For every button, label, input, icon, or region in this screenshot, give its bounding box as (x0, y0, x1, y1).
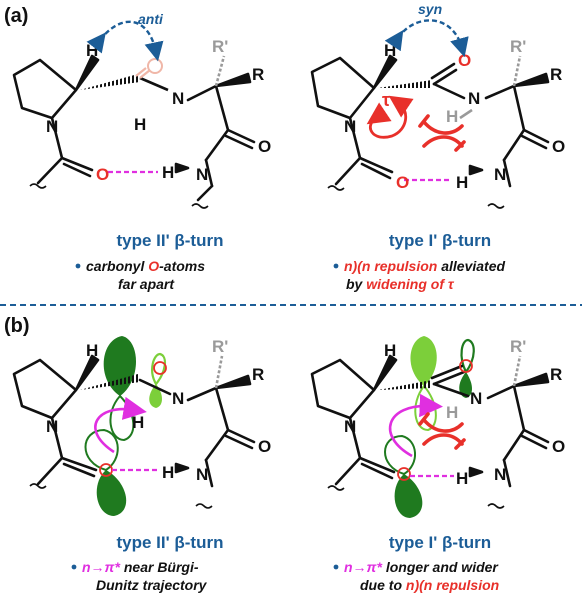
note-a-right-line2: by widening of τ (346, 276, 455, 292)
atom-n: N (46, 417, 58, 436)
orbitals-b-left (84, 336, 166, 516)
atom-n: N (468, 89, 480, 108)
note-b-left-line1: n→π* near Bürgi- (82, 559, 199, 575)
tau-symbol: τ (382, 90, 390, 110)
atom-h: H (384, 41, 396, 60)
note-a-left-line1: carbonyl O-atoms (86, 258, 205, 274)
atom-r: R (252, 65, 264, 84)
n-pi-star-arrow (94, 396, 147, 454)
atom-n: N (46, 117, 58, 136)
note-b-right-line2: due to n)(n repulsion (360, 577, 499, 593)
hashed-bond (378, 80, 432, 88)
wavy-end (29, 183, 47, 189)
molecule-a-left (12, 54, 256, 202)
atom-o: O (552, 437, 565, 456)
oxygen-faded-atom (147, 58, 163, 74)
wavy-end (327, 485, 345, 491)
molecule-a-right (310, 54, 550, 188)
atom-n: N (196, 465, 208, 484)
repulsion-icon (418, 412, 466, 450)
wavy-end (487, 203, 505, 209)
note-a-left-line2: far apart (118, 276, 175, 292)
tau-angle-arrow (366, 95, 414, 139)
atom-n: N (196, 165, 208, 184)
atom-n: N (494, 465, 506, 484)
atom-h: H (162, 463, 174, 482)
title-b-right: type I' β-turn (389, 533, 491, 552)
atom-n: N (344, 417, 356, 436)
n-pi-star-arrow (388, 393, 443, 458)
title-a-right: type I' β-turn (389, 231, 491, 250)
atom-n: N (470, 389, 482, 408)
hashed-bond (80, 374, 140, 390)
hashed-bond-gray (214, 55, 226, 87)
atom-h: H (132, 413, 144, 432)
atom-r: R (550, 365, 562, 384)
syn-label: syn (418, 1, 442, 17)
hashed-bond (80, 74, 140, 90)
atom-n: N (172, 389, 184, 408)
oxygen-orbital-ring (459, 359, 473, 373)
hashed-bond-gray (512, 355, 522, 387)
bond-gray (459, 108, 473, 120)
molecule-b-right (310, 354, 550, 488)
atom-r-prime: R' (212, 37, 228, 56)
atom-r-prime: R' (510, 337, 526, 356)
wavy-end (327, 185, 345, 191)
atom-h-gray: H (446, 107, 458, 126)
bullet (333, 564, 339, 570)
atom-o: O (258, 137, 271, 156)
bullet (71, 564, 77, 570)
molecule-b-left (12, 354, 256, 488)
atom-r-prime: R' (510, 37, 526, 56)
note-a-right-line1: n)(n repulsion alleviated (344, 258, 505, 274)
wavy-end (29, 483, 47, 489)
wavy-end (195, 503, 213, 509)
atom-h: H (86, 341, 98, 360)
anti-arrow (86, 20, 164, 62)
atom-r-prime: R' (212, 337, 228, 356)
note-b-left-line2: Dunitz trajectory (96, 577, 208, 593)
atom-o: O (258, 437, 271, 456)
bullet (75, 263, 81, 269)
atom-o: O (396, 173, 409, 192)
atom-h: H (134, 115, 146, 134)
atom-h-gray: H (446, 403, 458, 422)
title-b-left: type II' β-turn (117, 533, 224, 552)
repulsion-icon (418, 114, 466, 152)
atom-r: R (252, 365, 264, 384)
atom-n: N (344, 117, 356, 136)
hashed-bond-gray (512, 55, 522, 87)
bullet (333, 263, 339, 269)
note-b-right-line1: n→π* longer and wider (344, 559, 499, 575)
panel-a-label: (a) (4, 5, 28, 27)
orbitals-b-right (384, 336, 475, 518)
atom-r: R (550, 65, 562, 84)
wavy-end (191, 203, 209, 209)
atom-o: O (96, 165, 109, 184)
hashed-bond-gray (214, 355, 224, 389)
oxygen-orbital-ring (153, 361, 167, 375)
atom-h: H (384, 341, 396, 360)
syn-arrow (384, 19, 469, 58)
bond (139, 76, 169, 92)
atom-h: H (162, 163, 174, 182)
atom-n: N (172, 89, 184, 108)
faded-bond (135, 67, 147, 77)
anti-label: anti (138, 11, 164, 27)
title-a-left: type II' β-turn (117, 231, 224, 250)
atom-n: N (494, 165, 506, 184)
atom-h: H (456, 469, 468, 488)
oxygen-orbital-ring (397, 467, 411, 481)
atom-h: H (456, 173, 468, 192)
atom-o: O (458, 51, 471, 70)
wavy-end (487, 503, 505, 509)
faded-bond (139, 69, 151, 79)
atom-h: H (86, 41, 98, 60)
hashed-bond (378, 380, 432, 390)
panel-b-label: (b) (4, 315, 30, 337)
atom-o: O (552, 137, 565, 156)
